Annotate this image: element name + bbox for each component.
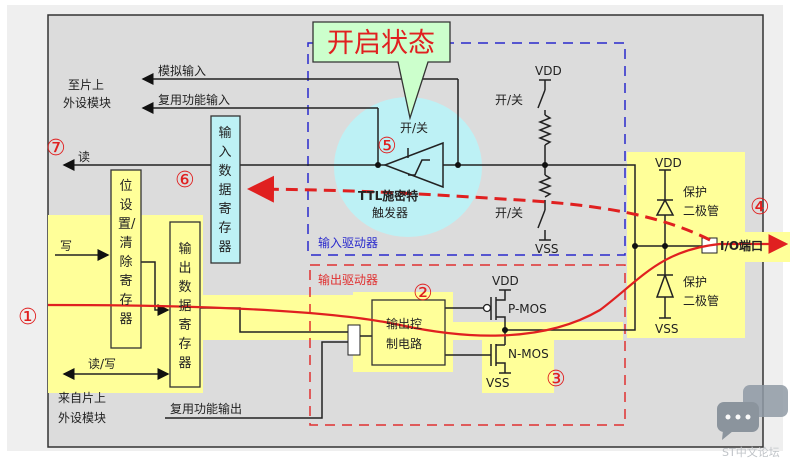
bit-set-reset-register-label: 位设置/清除寄存器 — [118, 179, 136, 327]
from-module-line1: 来自片上 — [58, 391, 106, 405]
callout-box — [312, 21, 451, 121]
nmos-vss-label: VSS — [486, 376, 509, 390]
alt-input-label: 复用功能输入 — [158, 92, 230, 107]
bit-set-reset-register-box — [110, 169, 142, 349]
nmos-label: N-MOS — [508, 347, 549, 361]
pmos-gate-bubble — [482, 303, 492, 313]
lower-diode-label-line2: 二极管 — [683, 293, 719, 308]
pull-up-vdd-label: VDD — [535, 64, 562, 78]
pmos-label: P-MOS — [508, 302, 547, 316]
control-label-line2: 制电路 — [386, 336, 422, 351]
lower-diode-label-line1: 保护 — [683, 275, 707, 289]
analog-input-label: 模拟输入 — [158, 63, 206, 78]
watermark-text: ST中文论坛 — [722, 445, 780, 459]
schmitt-label-line1: TTL施密特 — [358, 188, 418, 203]
read-write-label: 读/写 — [88, 357, 116, 371]
output-driver-box — [309, 264, 626, 426]
alt-output-label: 复用功能输出 — [170, 401, 242, 416]
output-driver-label: 输出驱动器 — [318, 272, 378, 287]
output-data-register-label: 输出数据寄存器 — [178, 242, 192, 371]
upper-diode-label-line2: 二极管 — [683, 203, 719, 218]
marker-6: ⑥ — [175, 168, 195, 193]
upper-diode-label-line1: 保护 — [683, 185, 707, 199]
input-driver-box — [307, 42, 626, 256]
multiplexer — [347, 324, 361, 356]
marker-5: ⑤ — [377, 134, 397, 159]
marker-3: ③ — [546, 367, 566, 392]
input-signal-path — [247, 175, 711, 242]
input-data-register-label: 输入数据寄存器 — [218, 126, 232, 255]
io-port-label: I/O端口 — [720, 238, 763, 253]
pmos-vdd-label: VDD — [492, 274, 519, 288]
marker-1: ① — [18, 305, 38, 330]
output-data-register-box — [169, 221, 201, 388]
output-signal-path — [47, 234, 789, 337]
write-label: 写 — [60, 239, 72, 253]
callout-text: 开启状态 — [327, 28, 435, 59]
read-label: 读 — [78, 150, 90, 164]
junction-dots — [375, 162, 668, 333]
schmitt-highlight-circle — [334, 97, 482, 237]
diode-vdd-label: VDD — [655, 156, 682, 170]
diode-vss-label: VSS — [655, 322, 678, 336]
marker-7: ⑦ — [46, 136, 66, 161]
marker-2: ② — [413, 281, 433, 306]
input-driver-label: 输入驱动器 — [318, 235, 378, 250]
from-module-line2: 外设模块 — [58, 411, 106, 425]
input-data-register-box — [210, 115, 241, 264]
control-label-line1: 输出控 — [386, 316, 422, 331]
output-control-box — [371, 299, 446, 366]
pull-down-vss-label: VSS — [535, 242, 558, 256]
schmitt-label-line2: 触发器 — [372, 205, 408, 220]
schmitt-switch-label: 开/关 — [400, 121, 428, 135]
pull-up-switch-label: 开/关 — [495, 93, 523, 107]
to-module-line2: 外设模块 — [63, 96, 111, 110]
to-module-line1: 至片上 — [68, 78, 104, 92]
marker-4: ④ — [750, 195, 770, 220]
forum-chat-icon — [717, 385, 788, 440]
pull-down-switch-label: 开/关 — [495, 206, 523, 220]
